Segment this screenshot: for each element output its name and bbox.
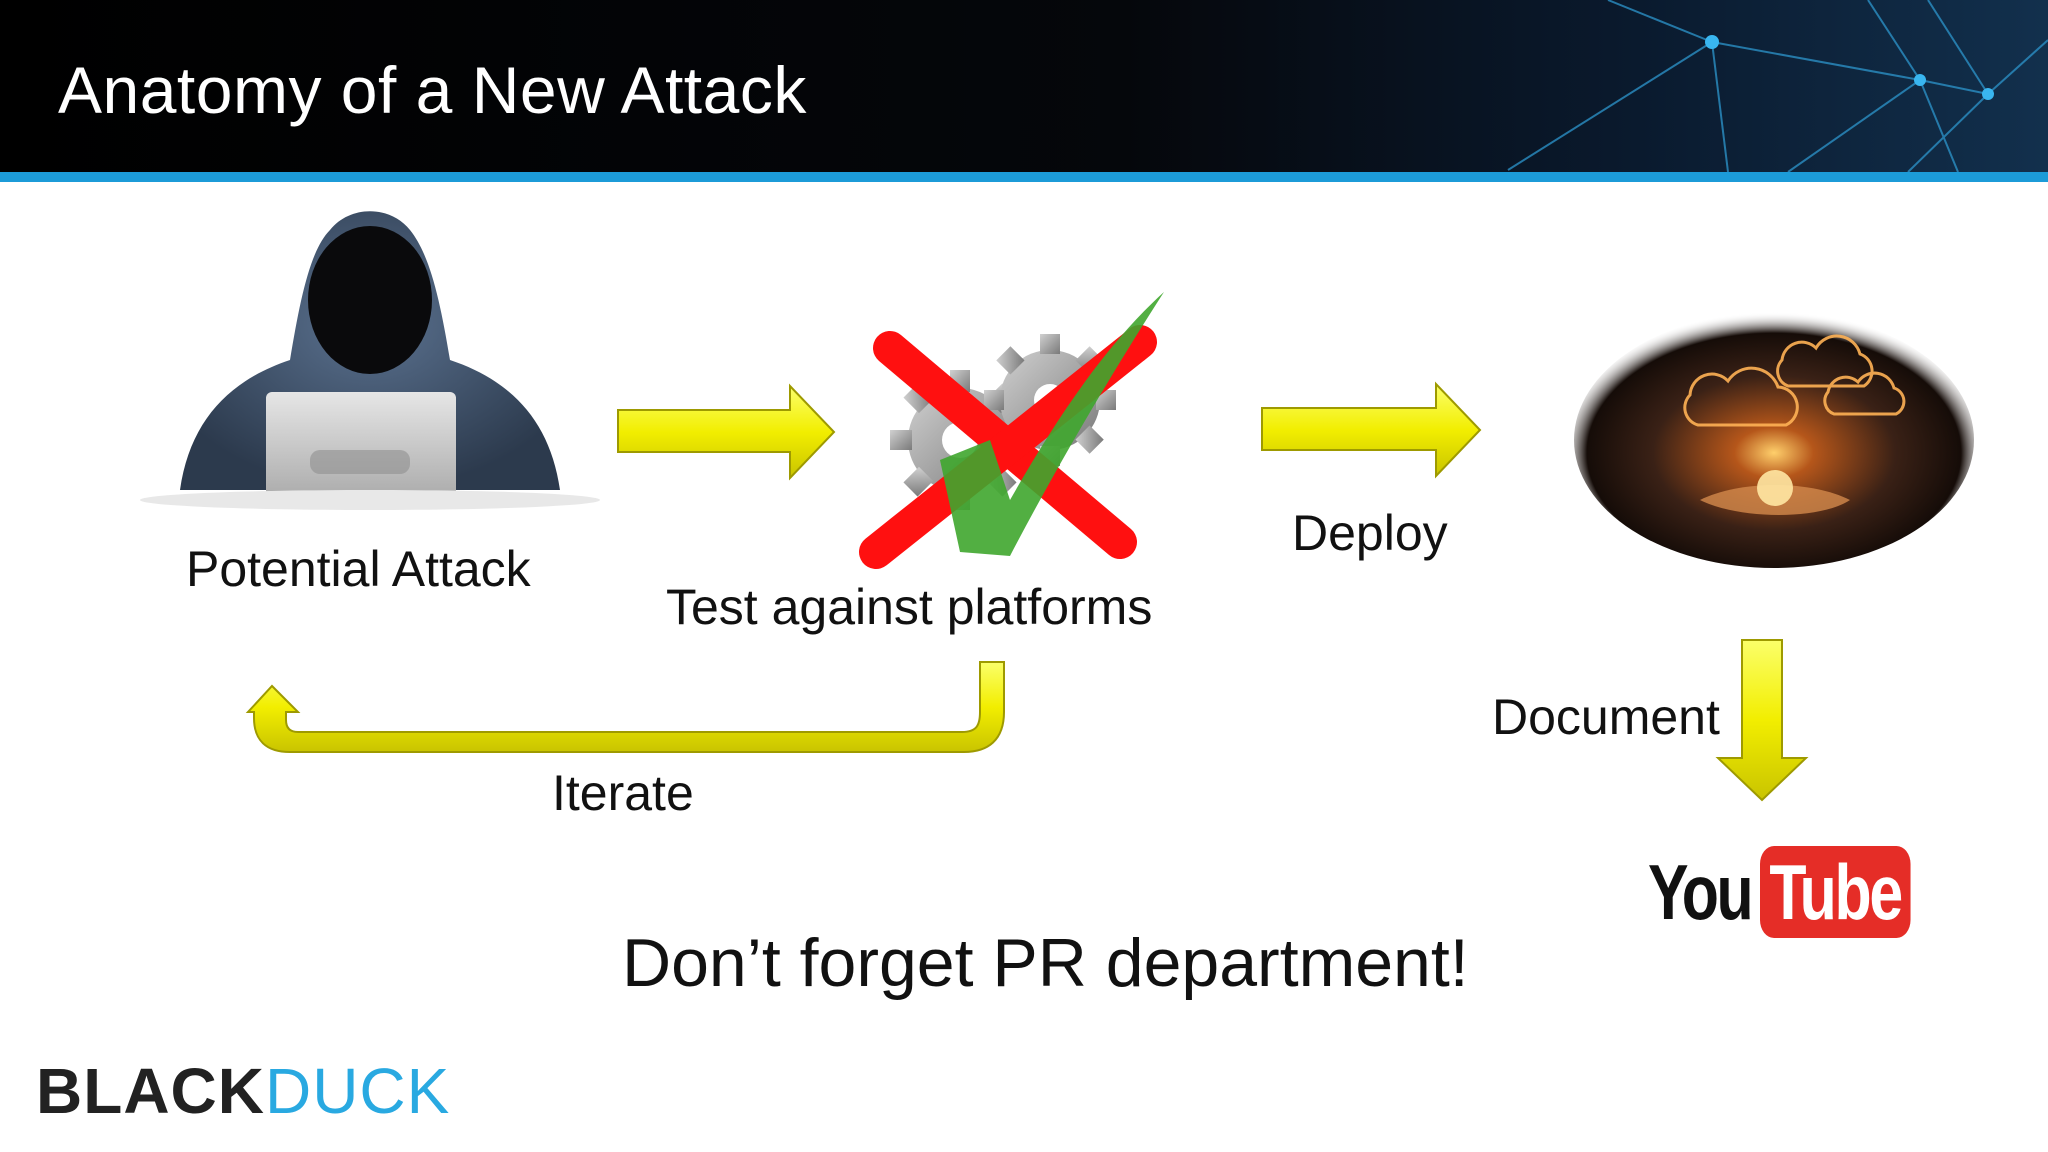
label-iterate: Iterate [552,765,694,821]
arrow-right-test [617,383,836,481]
hacker-figure [140,211,600,510]
youtube-logo: You Tube [1648,846,1953,938]
header-accent-bar [0,172,2048,182]
green-check-icon [940,292,1164,556]
youtube-logo-you: You [1648,847,1754,936]
cloud-hands-image [1574,312,1974,568]
youtube-logo-tube: Tube [1760,846,1911,938]
logo-duck-text: DUCK [264,1055,451,1127]
label-document: Document [1492,689,1720,745]
label-pr-note: Don’t forget PR department! [622,925,1469,1001]
label-potential-attack: Potential Attack [186,541,531,597]
label-deploy: Deploy [1292,505,1448,561]
blackduck-logo: BLACKDUCK [36,1054,450,1128]
logo-black-text: BLACK [36,1055,265,1127]
network-decoration [1507,0,2048,172]
slide-header: Anatomy of a New Attack [0,0,2048,172]
label-test-against-platforms: Test against platforms [666,579,1153,635]
arrow-down-document [1715,639,1809,802]
arrow-iterate-loop [245,661,1005,753]
slide-title: Anatomy of a New Attack [58,53,807,127]
arrow-right-deploy [1261,381,1482,479]
